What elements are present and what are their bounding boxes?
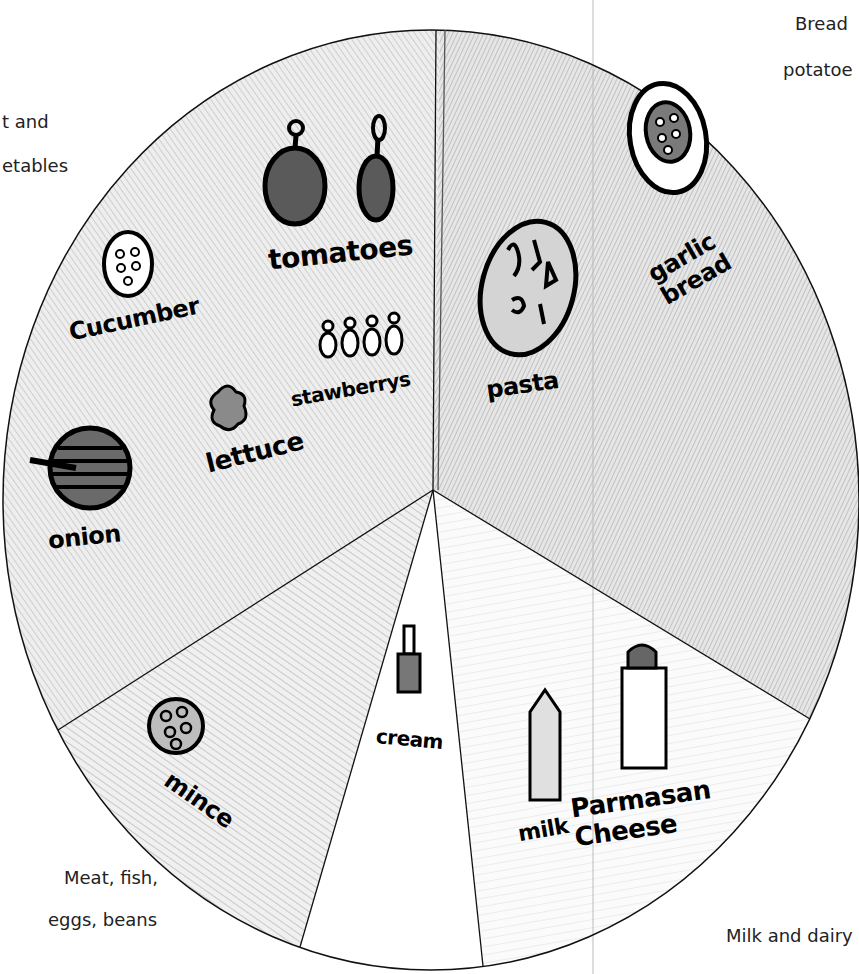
group-label: Milk and dairy [726, 926, 853, 946]
food-label: stawberrys [289, 368, 412, 411]
food-label: tomatoes [267, 231, 414, 277]
pasta-icon [466, 210, 590, 365]
garlic-bread-icon [621, 77, 715, 199]
dairy-sector [433, 490, 810, 966]
food-label: Parmasan Cheese [569, 774, 725, 852]
group-label: eggs, beans [48, 910, 157, 930]
food-label: pasta [485, 367, 561, 403]
mince-icon [149, 699, 203, 753]
food-label: mince [159, 766, 238, 833]
group-label: potatoe [783, 60, 853, 80]
food-label: lettuce [203, 426, 306, 478]
food-label: onion [47, 520, 122, 554]
meat-sector [58, 490, 433, 947]
food-label: Cucumber [67, 293, 202, 346]
group-label: t and [2, 112, 49, 132]
food-label: milk [516, 814, 570, 847]
food-label: garlic bread [644, 214, 757, 310]
tomato-icon [265, 116, 393, 224]
lettuce-icon [211, 386, 246, 430]
group-label: Bread [795, 14, 848, 34]
milk-carton-icon [530, 690, 560, 800]
cheese-tub-icon [622, 645, 666, 768]
group-label: etables [2, 156, 68, 176]
cucumber-icon [104, 232, 152, 296]
sector-lines [58, 30, 810, 966]
food-label: cream [375, 725, 444, 753]
cream-icon [398, 626, 420, 692]
group-label: Meat, fish, [64, 868, 158, 888]
strawberry-icon [320, 313, 402, 357]
plate-outline [3, 30, 859, 970]
onion-icon [30, 428, 130, 508]
